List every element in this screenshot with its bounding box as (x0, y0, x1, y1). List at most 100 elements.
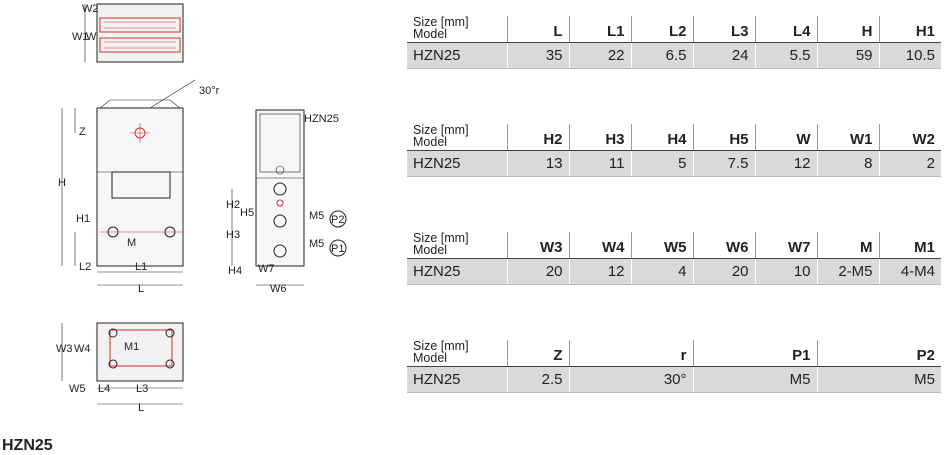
label-w6: W6 (270, 283, 287, 295)
value-cell: 2.5 (506, 366, 569, 393)
table-row: HZN25 20 12 4 20 10 2-M5 4-M4 (407, 258, 941, 285)
label-w: W (86, 31, 97, 43)
col-w5: W5 (630, 232, 693, 259)
model-cell: HZN25 (407, 258, 507, 285)
col-l2: L2 (630, 16, 693, 43)
col-w6: W6 (692, 232, 755, 259)
col-l1: L1 (568, 16, 631, 43)
model-caption: HZN25 (2, 437, 53, 454)
value-cell: M5 (692, 366, 817, 393)
col-w3: W3 (506, 232, 569, 259)
col-l: L (506, 16, 569, 43)
label-r: 30°r (199, 85, 220, 97)
col-w1: W1 (816, 124, 879, 151)
label-w4: W4 (74, 343, 91, 355)
col-h2: H2 (506, 124, 569, 151)
value-cell: 13 (506, 150, 569, 177)
col-r: r (568, 340, 693, 367)
size-model-header: Size [mm]Model (407, 232, 507, 259)
col-w7: W7 (754, 232, 817, 259)
col-p2: P2 (816, 340, 941, 367)
value-cell: 59 (816, 42, 879, 69)
value-cell: 22 (568, 42, 631, 69)
label-m1: M1 (124, 341, 139, 353)
value-cell: 12 (754, 150, 817, 177)
bottom-view (61, 322, 184, 405)
label-l-bottom: L (138, 402, 144, 414)
value-cell: 10 (754, 258, 817, 285)
col-w2: W2 (878, 124, 941, 151)
table-row: HZN25 2.5 30° M5 M5 (407, 366, 941, 393)
value-cell: 10.5 (878, 42, 941, 69)
col-h5: H5 (692, 124, 755, 151)
label-l4: L4 (98, 383, 110, 395)
size-model-header: Size [mm]Model (407, 340, 507, 367)
value-cell: M5 (816, 366, 941, 393)
label-m5-bottom: M5 (309, 238, 324, 250)
label-h2: H2 (226, 199, 240, 211)
spec-table-4: Size [mm]Model Z r P1 P2 HZN25 2.5 30° M… (407, 340, 941, 393)
label-w2: W2 (82, 3, 99, 15)
col-w: W (754, 124, 817, 151)
col-l4: L4 (754, 16, 817, 43)
label-z: Z (79, 126, 86, 138)
col-h: H (816, 16, 879, 43)
label-h3: H3 (226, 229, 240, 241)
label-h: H (58, 177, 66, 189)
front-view (61, 79, 196, 286)
col-w4: W4 (568, 232, 631, 259)
spec-table-2: Size [mm]Model H2 H3 H4 H5 W W1 W2 HZN25… (407, 124, 941, 177)
label-l1: L1 (135, 261, 147, 273)
value-cell: 11 (568, 150, 631, 177)
technical-drawing: W2 W1 W 30°r HZN25 Z H H1 M L2 L1 L H2 H… (56, 3, 347, 414)
label-h4: H4 (228, 265, 242, 277)
label-p2: P2 (331, 214, 344, 226)
table-row: HZN25 13 11 5 7.5 12 8 2 (407, 150, 941, 177)
label-l3: L3 (136, 383, 148, 395)
label-w5: W5 (69, 383, 86, 395)
value-cell: 2 (878, 150, 941, 177)
model-cell: HZN25 (407, 366, 507, 393)
col-m1: M1 (878, 232, 941, 259)
col-z: Z (506, 340, 569, 367)
value-cell: 2-M5 (816, 258, 879, 285)
value-cell: 24 (692, 42, 755, 69)
table-row: HZN25 35 22 6.5 24 5.5 59 10.5 (407, 42, 941, 69)
value-cell: 8 (816, 150, 879, 177)
label-h1: H1 (76, 213, 90, 225)
value-cell: 30° (568, 366, 693, 393)
model-cell: HZN25 (407, 150, 507, 177)
label-l-front: L (138, 283, 144, 295)
label-model: HZN25 (304, 113, 339, 125)
label-h5: H5 (240, 207, 254, 219)
spec-table-1: Size [mm]Model L L1 L2 L3 L4 H H1 HZN25 … (407, 16, 941, 69)
side-view (231, 109, 347, 286)
top-view (84, 3, 184, 63)
label-p1: P1 (331, 243, 344, 255)
col-l3: L3 (692, 16, 755, 43)
spec-table-3: Size [mm]Model W3 W4 W5 W6 W7 M M1 HZN25… (407, 232, 941, 285)
label-w7: W7 (258, 263, 275, 275)
label-w3: W3 (56, 343, 73, 355)
label-m5-top: M5 (309, 210, 324, 222)
label-l2: L2 (79, 261, 91, 273)
col-p1: P1 (692, 340, 817, 367)
value-cell: 6.5 (630, 42, 693, 69)
value-cell: 20 (506, 258, 569, 285)
value-cell: 4 (630, 258, 693, 285)
value-cell: 5 (630, 150, 693, 177)
col-h4: H4 (630, 124, 693, 151)
col-h3: H3 (568, 124, 631, 151)
model-cell: HZN25 (407, 42, 507, 69)
label-w1: W1 (72, 31, 89, 43)
value-cell: 20 (692, 258, 755, 285)
size-model-header: Size [mm]Model (407, 16, 507, 43)
value-cell: 5.5 (754, 42, 817, 69)
label-m: M (127, 237, 136, 249)
value-cell: 12 (568, 258, 631, 285)
value-cell: 7.5 (692, 150, 755, 177)
col-m: M (816, 232, 879, 259)
value-cell: 4-M4 (878, 258, 941, 285)
size-model-header: Size [mm]Model (407, 124, 507, 151)
col-h1: H1 (878, 16, 941, 43)
